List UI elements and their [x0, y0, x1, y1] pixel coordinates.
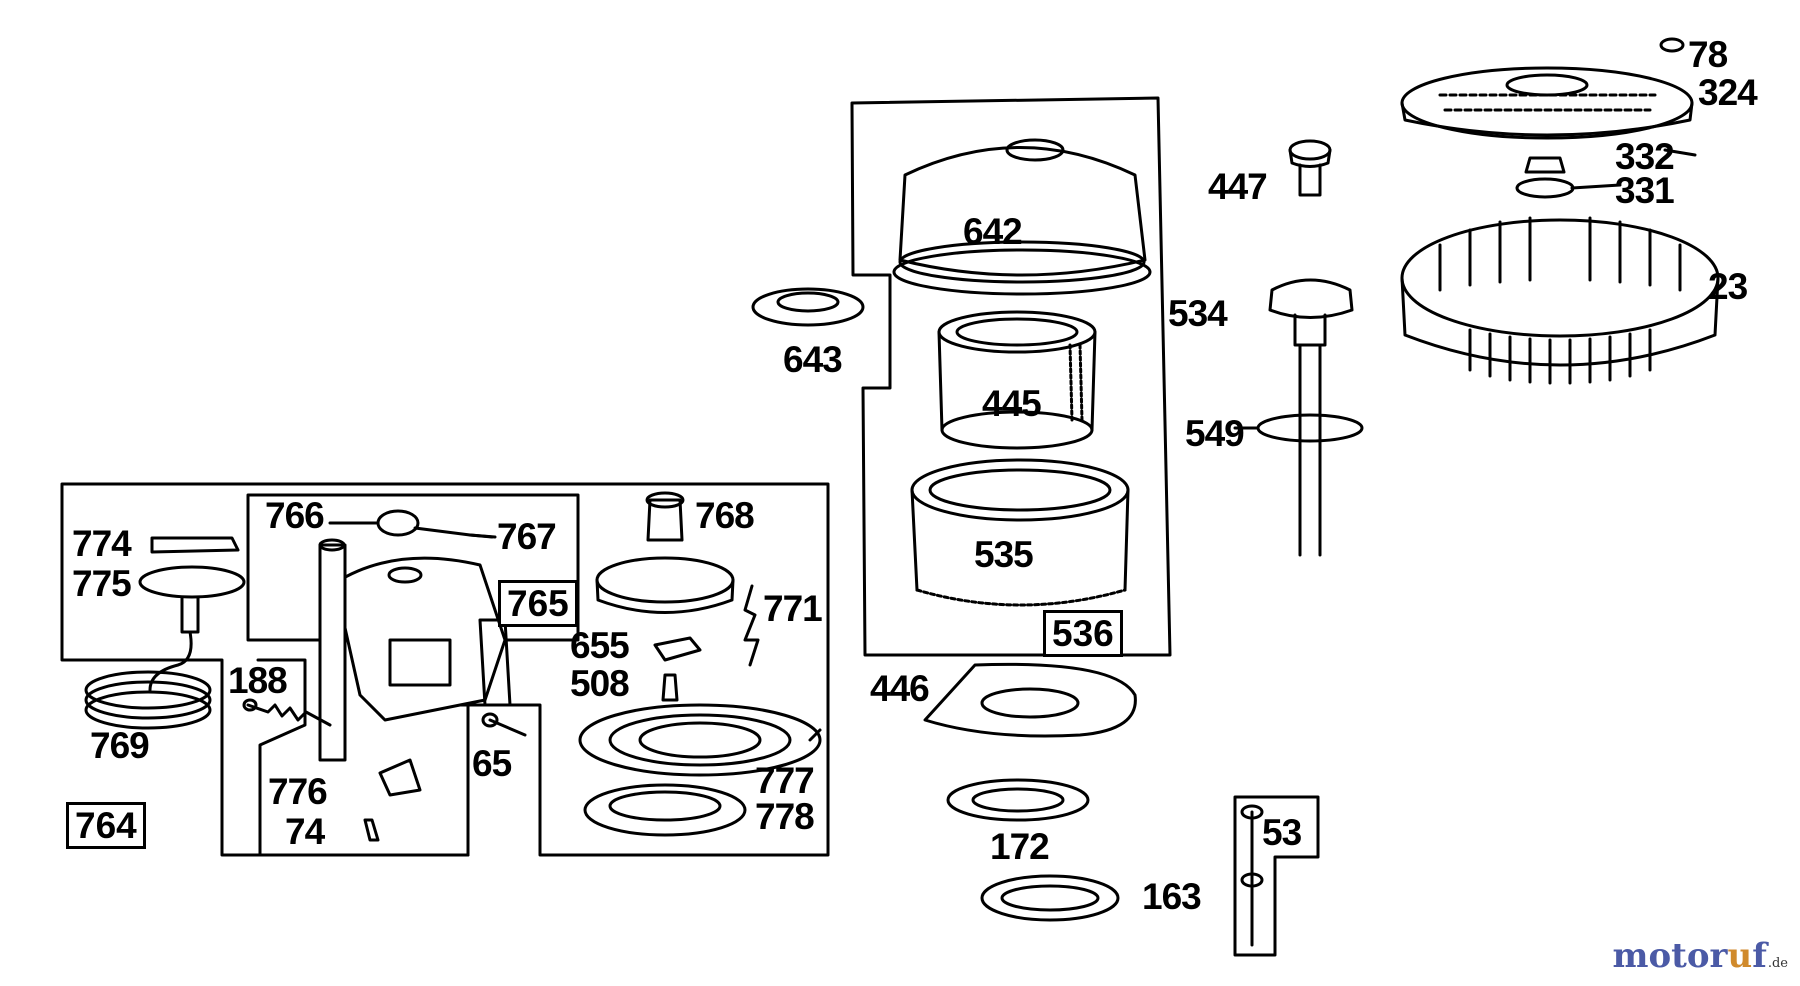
label-332: 332 — [1615, 136, 1675, 177]
label-643: 643 — [783, 339, 843, 380]
label-23: 23 — [1708, 266, 1748, 307]
screen-324 — [1400, 66, 1694, 140]
air-cleaner-cover — [892, 138, 1152, 296]
label-768: 768 — [695, 495, 755, 536]
label-766: 766 — [265, 495, 325, 536]
label-445: 445 — [982, 383, 1042, 424]
starter-handle — [138, 536, 246, 692]
label-777: 777 — [755, 760, 815, 801]
spring-777 — [578, 703, 822, 777]
starter-housing — [333, 556, 512, 722]
pawl-776 — [378, 758, 422, 797]
label-771: 771 — [763, 588, 823, 629]
retainer-655 — [653, 636, 702, 662]
spring-771 — [743, 584, 760, 667]
label-331: 331 — [1615, 170, 1675, 211]
label-447: 447 — [1208, 166, 1268, 207]
label-775: 775 — [72, 563, 132, 604]
label-774: 774 — [72, 523, 132, 564]
label-534: 534 — [1168, 293, 1228, 334]
spring-188 — [246, 703, 332, 727]
pulley-768 — [595, 491, 735, 614]
label-776: 776 — [268, 771, 328, 812]
stud-534 — [1256, 278, 1364, 557]
label-74: 74 — [285, 811, 325, 852]
bracket-53 — [1233, 795, 1320, 957]
flywheel-23 — [1400, 216, 1720, 385]
label-767: 767 — [497, 516, 557, 557]
label-769: 769 — [90, 725, 150, 766]
label-163: 163 — [1142, 876, 1202, 917]
base-plate-446 — [923, 662, 1137, 738]
label-536: 536 — [1043, 610, 1123, 657]
label-655: 655 — [570, 625, 630, 666]
bracket-776-frame — [256, 658, 470, 857]
screw-447 — [1288, 139, 1332, 197]
screw-78 — [1659, 37, 1685, 53]
label-549: 549 — [1185, 413, 1245, 454]
pre-cleaner-535 — [910, 458, 1130, 607]
watermark-logo: motoruf.de — [1612, 936, 1788, 976]
washer-643 — [751, 287, 865, 327]
label-764: 764 — [66, 802, 146, 849]
gasket-172 — [946, 778, 1090, 822]
starter-pin — [318, 543, 347, 762]
label-172: 172 — [990, 826, 1050, 867]
label-778: 778 — [755, 796, 815, 837]
label-765: 765 — [498, 580, 578, 627]
screw-74 — [363, 818, 380, 842]
label-188: 188 — [228, 660, 288, 701]
nut-332 — [1524, 156, 1566, 174]
screw-508 — [661, 673, 679, 702]
label-324: 324 — [1698, 72, 1758, 113]
rope-769 — [84, 670, 212, 730]
label-642: 642 — [963, 211, 1023, 252]
air-cleaner-box — [850, 96, 1172, 657]
cup-778 — [583, 783, 747, 837]
label-446: 446 — [870, 668, 930, 709]
label-65: 65 — [472, 743, 512, 784]
cap-766 — [376, 509, 420, 537]
gasket-163 — [980, 874, 1120, 922]
label-535: 535 — [974, 534, 1034, 575]
label-53: 53 — [1262, 812, 1302, 853]
washer-331 — [1515, 177, 1575, 199]
filter-element-445 — [937, 310, 1097, 450]
label-78: 78 — [1688, 34, 1728, 75]
label-508: 508 — [570, 663, 630, 704]
